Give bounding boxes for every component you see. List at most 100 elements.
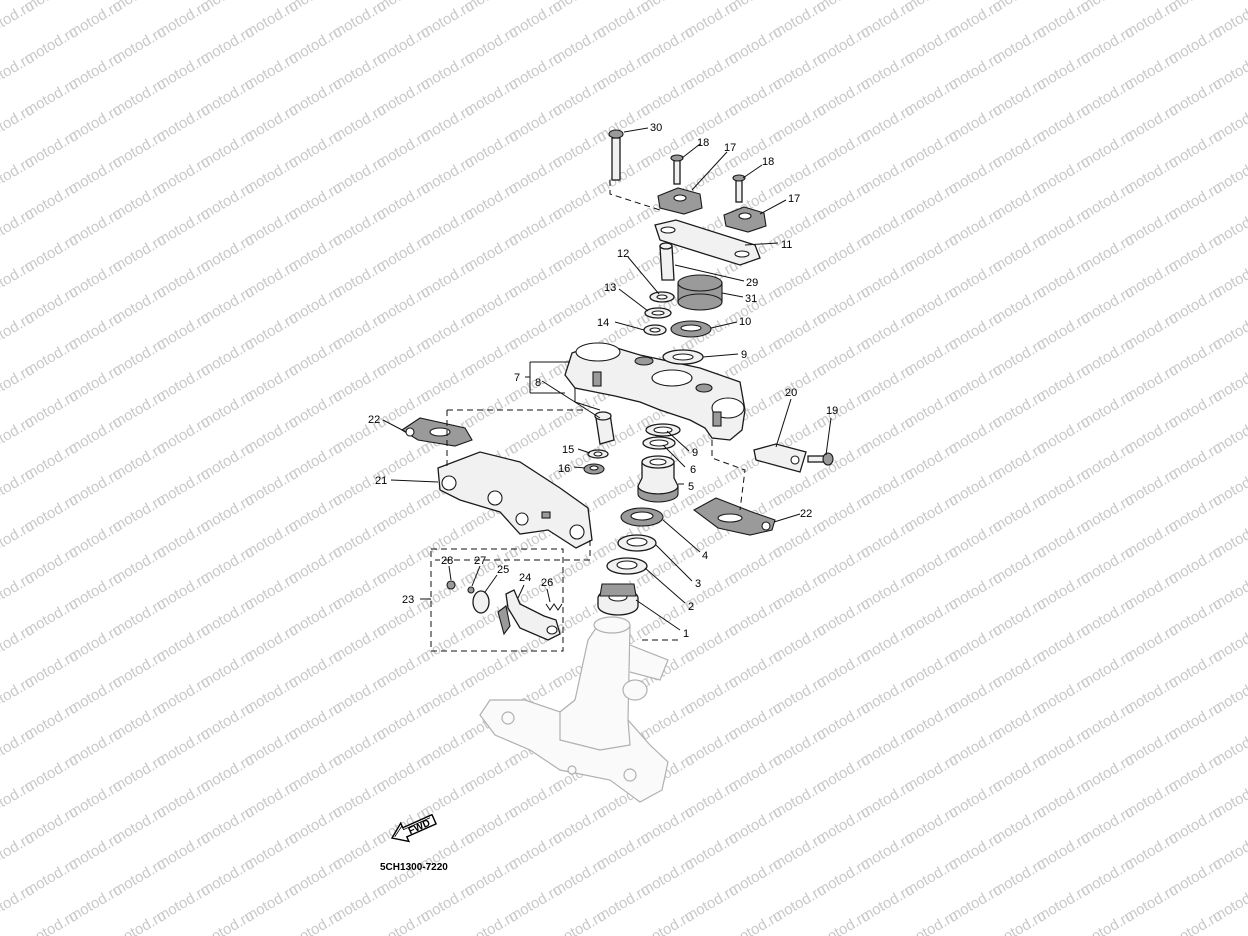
part-13-washer: [644, 307, 672, 319]
callout-27: 27: [474, 555, 486, 567]
watermark-text: motod.ru: [0, 101, 37, 145]
part-23-lock-assembly: [430, 548, 564, 652]
leader-lines: [382, 127, 832, 641]
part-18-bolt-left: [670, 154, 684, 185]
watermark-text: motod.ru: [110, 907, 170, 936]
part-9-washer-lower: [645, 423, 681, 437]
callout-25: 25: [497, 564, 509, 576]
part-14-washer: [643, 324, 667, 336]
callout-2: 2: [688, 601, 694, 613]
part-7-upper-bracket: [564, 342, 746, 441]
callout-19: 19: [826, 405, 838, 417]
watermark-text: motod.ru: [0, 257, 37, 301]
watermark-text: motod.ru: [550, 907, 610, 936]
callout-28: 28: [441, 555, 453, 567]
watermark-text: motod.ru: [0, 205, 37, 249]
callout-4: 4: [702, 550, 708, 562]
watermark-text: motod.ru: [374, 907, 434, 936]
callout-5: 5: [688, 481, 694, 493]
callout-17-left: 17: [724, 142, 736, 154]
callout-9-lower: 9: [692, 447, 698, 459]
watermark-text: motod.ru: [0, 777, 37, 821]
callout-29: 29: [746, 277, 758, 289]
callout-13: 13: [604, 282, 616, 294]
part-16-nut: [583, 463, 605, 475]
callout-30: 30: [650, 122, 662, 134]
watermark-text: motod.ru: [0, 0, 37, 41]
callout-12: 12: [617, 248, 629, 260]
watermark-text: motod.ru: [0, 517, 37, 561]
callout-20: 20: [785, 387, 797, 399]
callout-11: 11: [781, 239, 792, 251]
part-24-lock: [497, 589, 561, 641]
callout-21: 21: [375, 475, 387, 487]
part-8-collar: [594, 411, 615, 445]
watermark-text: motod.ru: [462, 907, 522, 936]
callout-labels: 1 2 3 4 5 6 7 8 9 9 10 11 12 13 14 15 16…: [368, 122, 838, 640]
part-20-bracket: [753, 443, 807, 473]
watermark-text: motod.ru: [0, 309, 37, 353]
callout-26: 26: [541, 577, 553, 589]
callout-16: 16: [558, 463, 570, 475]
callout-15: 15: [562, 444, 574, 456]
diagram-code: 5CH1300-7220: [380, 862, 448, 873]
part-15-washer: [587, 449, 609, 459]
watermark-text: motod.ru: [0, 673, 37, 717]
callout-10: 10: [739, 316, 751, 328]
part-26-spring: [545, 603, 563, 611]
part-25-plate: [472, 590, 490, 614]
watermark-text: motod.ru: [0, 361, 37, 405]
part-12-washer: [649, 291, 675, 303]
callout-22-left: 22: [368, 414, 380, 426]
part-29-collar: [659, 242, 675, 281]
watermark-text: motod.ru: [22, 907, 82, 936]
callout-31: 31: [745, 293, 757, 305]
watermark-text: motod.ru: [0, 153, 37, 197]
callout-6: 6: [690, 464, 696, 476]
part-3-race: [617, 534, 657, 552]
part-11-handlebar-holder: [654, 219, 761, 266]
callout-14: 14: [597, 317, 609, 329]
watermark-text: motod.ru: [0, 413, 37, 457]
watermark-text: motod.ru: [198, 907, 258, 936]
callout-18-left: 18: [697, 137, 709, 149]
part-17-clamp-left: [657, 187, 703, 215]
part-28-screw: [446, 580, 456, 590]
watermark-text: motod.ru: [1166, 907, 1226, 936]
watermark-text: motod.ru: [0, 881, 37, 925]
callout-22-right: 22: [800, 508, 812, 520]
watermark-text: motod.ru: [0, 725, 37, 769]
watermark-text: motod.ru: [902, 907, 962, 936]
callout-17-right: 17: [788, 193, 800, 205]
callout-8: 8: [535, 377, 541, 389]
part-17-clamp-right: [723, 206, 767, 233]
callout-3: 3: [695, 578, 701, 590]
part-30-bolt: [608, 129, 661, 211]
watermark-text: motod.ru: [990, 907, 1050, 936]
part-19-bolt: [807, 452, 834, 466]
watermark-text: motod.ru: [638, 907, 698, 936]
watermark-text: motod.ru: [726, 907, 786, 936]
watermark-text: motod.ru: [814, 907, 874, 936]
watermark-text: motod.ru: [0, 621, 37, 665]
part-9-washer-upper: [662, 349, 704, 365]
part-2-seal: [606, 557, 648, 575]
watermark-text: motod.ru: [286, 907, 346, 936]
callout-18-right: 18: [762, 156, 774, 168]
part-22-clamp-left: [400, 417, 473, 447]
callout-1: 1: [683, 628, 689, 640]
watermark-text: motod.ru: [0, 465, 37, 509]
part-5-nut: [637, 455, 679, 503]
part-6-lock-washer: [642, 436, 676, 450]
watermark-text: motod.ru: [0, 49, 37, 93]
part-1-bearing: [597, 583, 639, 616]
watermark-text: motod.ru: [1078, 907, 1138, 936]
part-21-bracket: [437, 451, 593, 549]
watermark-text: motod.ru: [0, 829, 37, 873]
callout-23: 23: [402, 594, 414, 606]
lower-bracket-stem: [479, 616, 669, 803]
part-22-clamp-right: [692, 497, 776, 536]
part-10-nut: [670, 320, 712, 338]
